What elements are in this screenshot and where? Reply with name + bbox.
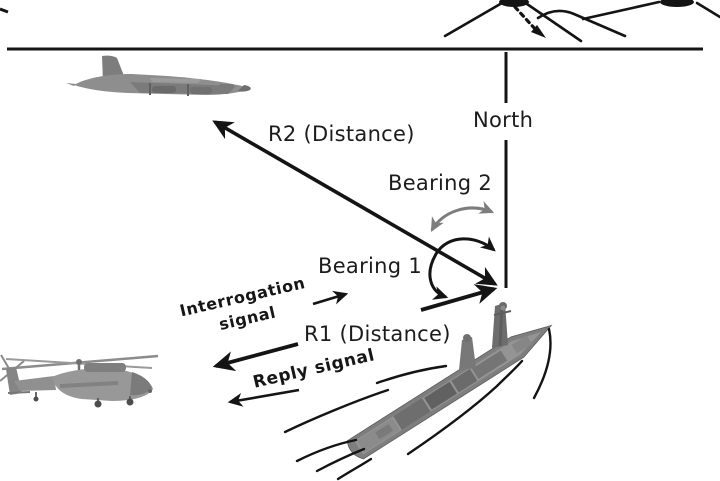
bearing-2-label: Bearing 2: [388, 171, 493, 195]
reply-signal-arrow: [227, 388, 300, 407]
bearing-1-label: Bearing 1: [318, 254, 423, 278]
ship-wake-lines: [283, 327, 552, 481]
r2-distance-label: R2 (Distance): [268, 122, 415, 146]
corner-mark: [0, 7, 9, 14]
north-label: North: [473, 108, 534, 132]
r1-distance-arrow-upper: [420, 284, 498, 312]
trail-arrowhead: [531, 25, 546, 38]
mountain-sketch: [443, 0, 720, 43]
interrogation-signal-arrow: [312, 290, 349, 306]
r1-distance-arrow-lower: [212, 342, 299, 372]
r1-distance-label: R1 (Distance): [304, 322, 451, 346]
bearing-1-arc: [428, 236, 496, 300]
ship-image: [346, 302, 553, 460]
airplane-image: [66, 55, 251, 96]
helicopter-image: [0, 354, 159, 408]
trail-dashed-line: [513, 5, 538, 32]
bearing-2-arc: [430, 201, 495, 232]
